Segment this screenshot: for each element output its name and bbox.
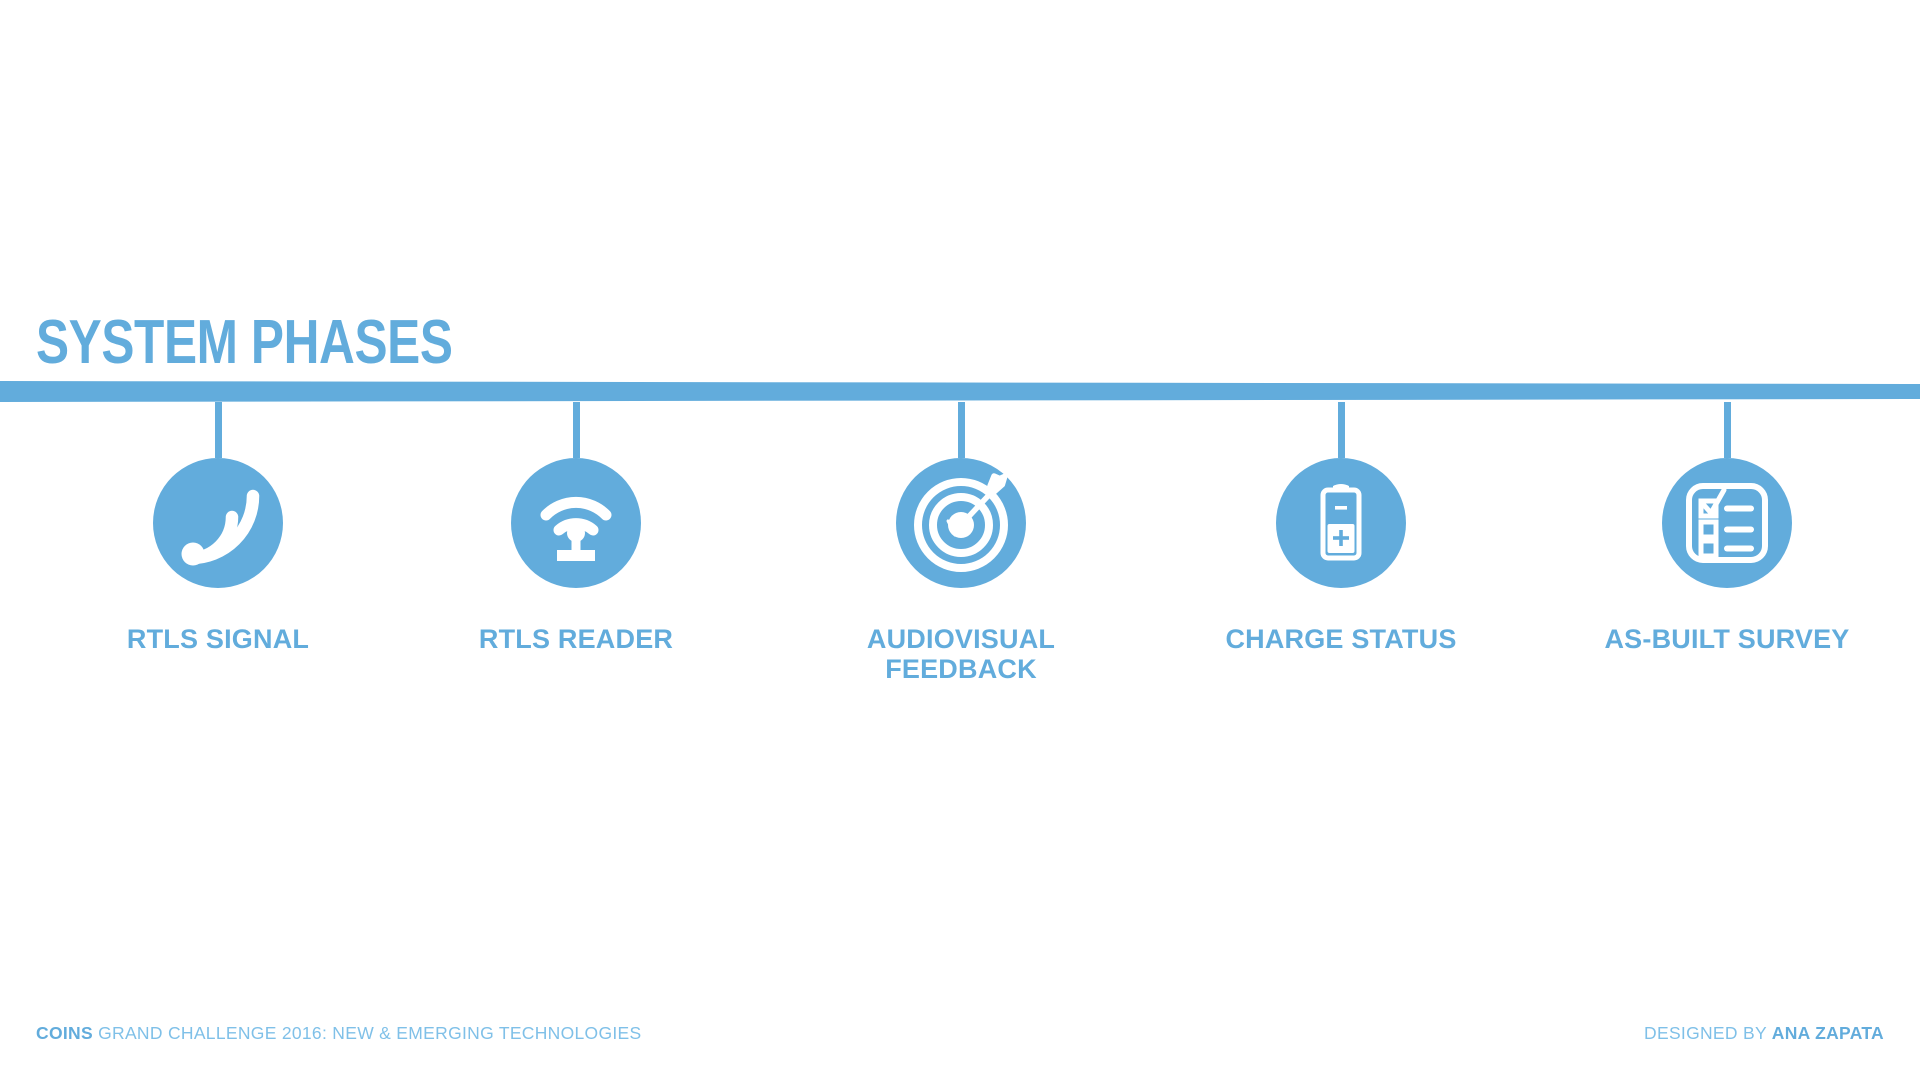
phase-node-rtls-reader[interactable]: RTLS READER — [446, 402, 706, 654]
battery-icon — [1309, 480, 1373, 566]
timeline-bar — [0, 381, 1920, 402]
phase-label: RTLS READER — [478, 624, 674, 654]
icon-circle[interactable] — [1662, 458, 1792, 588]
footer-designer-name: ANA ZAPATA — [1771, 1023, 1884, 1043]
phase-label: AUDIOVISUAL FEEDBACK — [866, 624, 1056, 685]
connector-stem — [1337, 402, 1345, 458]
icon-circle[interactable] — [153, 458, 283, 588]
phase-node-charge-status[interactable]: CHARGE STATUS — [1211, 402, 1471, 654]
connector-stem — [1723, 402, 1731, 458]
icon-circle[interactable] — [1276, 458, 1406, 588]
target-arrow-icon — [911, 473, 1011, 573]
phase-label: CHARGE STATUS — [1225, 624, 1457, 654]
icon-circle[interactable] — [511, 458, 641, 588]
connector-stem — [214, 402, 222, 458]
footer-brand: COINS — [36, 1023, 93, 1043]
phase-node-audiovisual-feedback[interactable]: AUDIOVISUAL FEEDBACK — [831, 402, 1091, 684]
phase-node-rtls-signal[interactable]: RTLS SIGNAL — [88, 402, 348, 654]
footer-right: DESIGNED BY ANA ZAPATA — [1644, 1023, 1884, 1044]
checklist-icon — [1684, 480, 1770, 566]
footer-right-text: DESIGNED BY — [1644, 1023, 1772, 1043]
connector-stem — [957, 402, 965, 458]
phase-label: AS-BUILT SURVEY — [1604, 624, 1850, 654]
footer-left: COINS GRAND CHALLENGE 2016: NEW & EMERGI… — [36, 1023, 642, 1044]
phase-label: RTLS SIGNAL — [126, 624, 310, 654]
antenna-reader-icon — [534, 481, 618, 565]
footer-left-text: GRAND CHALLENGE 2016: NEW & EMERGING TEC… — [92, 1023, 642, 1043]
page-title: SYSTEM PHASES — [36, 308, 453, 377]
rss-signal-icon — [175, 480, 261, 566]
connector-stem — [572, 402, 580, 458]
phase-node-as-built-survey[interactable]: AS-BUILT SURVEY — [1597, 402, 1857, 654]
icon-circle[interactable] — [896, 458, 1026, 588]
